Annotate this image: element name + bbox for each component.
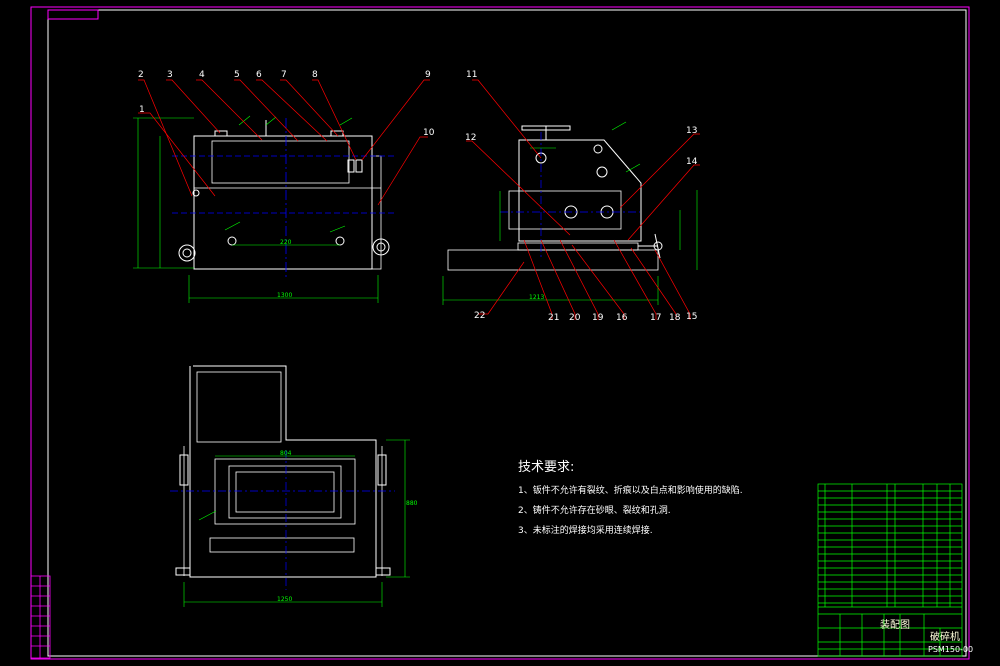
inner-frame bbox=[47, 9, 967, 657]
tech-requirement-item: 2、铸件不允许存在砂眼、裂纹和孔洞. bbox=[518, 506, 671, 516]
side-view bbox=[442, 79, 700, 320]
part-label: 20 bbox=[569, 313, 581, 323]
part-label: 16 bbox=[616, 313, 628, 323]
part-label: 18 bbox=[669, 313, 681, 323]
title-block bbox=[817, 483, 963, 657]
part-label: 21 bbox=[548, 313, 560, 323]
plan-view bbox=[170, 365, 410, 607]
dim-front-width: 1300 bbox=[277, 292, 293, 299]
dim-plan-height: 880 bbox=[406, 500, 418, 507]
part-label: 17 bbox=[650, 313, 662, 323]
part-label: 19 bbox=[592, 313, 604, 323]
part-label: 9 bbox=[425, 70, 431, 80]
part-label: 8 bbox=[312, 70, 318, 80]
part-label: 7 bbox=[281, 70, 287, 80]
drawing-type-label: 装配图 bbox=[880, 620, 910, 631]
part-label: 4 bbox=[199, 70, 205, 80]
drawing-name-label: 破碎机 bbox=[930, 632, 960, 643]
part-label: 14 bbox=[686, 157, 698, 167]
drawing-code-label: PSM150-00 bbox=[928, 645, 974, 654]
part-label: 1 bbox=[139, 105, 145, 115]
tech-requirements: 技术要求: 1、钣件不允许有裂纹、折痕以及白点和影响使用的缺陷. 2、铸件不允许… bbox=[518, 456, 743, 543]
part-label: 22 bbox=[474, 311, 486, 321]
revision-strip bbox=[30, 575, 51, 659]
tech-requirements-title: 技术要求: bbox=[518, 460, 575, 475]
tech-requirement-item: 3、未标注的焊接均采用连续焊接. bbox=[518, 526, 653, 536]
part-label: 11 bbox=[466, 70, 478, 80]
part-label: 13 bbox=[686, 126, 698, 136]
part-label: 15 bbox=[686, 312, 698, 322]
dim-plan-inner: 804 bbox=[280, 450, 292, 457]
part-label: 10 bbox=[423, 128, 435, 138]
tech-requirement-item: 1、钣件不允许有裂纹、折痕以及白点和影响使用的缺陷. bbox=[518, 486, 743, 496]
front-view bbox=[133, 79, 430, 303]
outer-frame bbox=[30, 6, 970, 660]
corner-tab bbox=[47, 9, 99, 20]
dim-side-width: 1213 bbox=[529, 294, 545, 301]
part-label: 6 bbox=[256, 70, 262, 80]
part-label: 2 bbox=[138, 70, 144, 80]
part-label: 3 bbox=[167, 70, 173, 80]
dim-plan-width: 1250 bbox=[277, 596, 293, 603]
part-label: 5 bbox=[234, 70, 240, 80]
dim-front-inner: 220 bbox=[280, 239, 292, 246]
part-label: 12 bbox=[465, 133, 477, 143]
